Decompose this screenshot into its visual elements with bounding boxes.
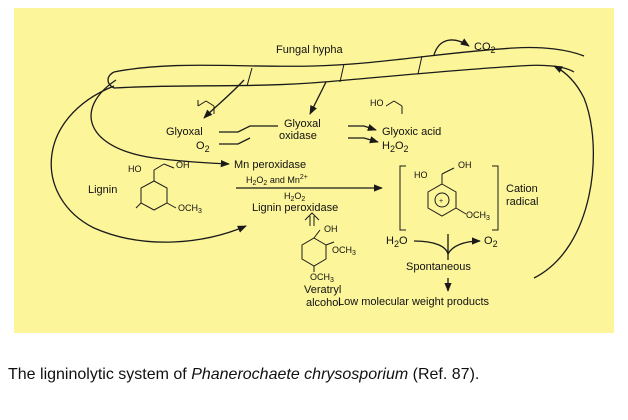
glyoxic-ho-label: HO: [370, 98, 384, 108]
veratryl-structure: [301, 229, 335, 272]
hypha-to-mn-peroxidase-arrow: [90, 79, 230, 168]
h2o-label: H2O: [386, 235, 408, 249]
h2o2-right-label: H2O2: [382, 140, 409, 154]
veratryl-oh-label: OH: [324, 224, 338, 234]
cation-ho-label: HO: [414, 170, 428, 180]
figure-caption: The ligninolytic system of Phanerochaete…: [8, 366, 479, 384]
low-mw-products-label: Low molecular weight products: [338, 296, 490, 308]
lignin-ho-label: HO: [128, 164, 142, 174]
veratryl-och3-label-2: OCH3: [310, 272, 334, 284]
cation-oh-label: OH: [458, 160, 472, 170]
radical-to-co2-arrow: [533, 65, 594, 279]
o2-right-label: O2: [484, 235, 498, 249]
hypha-to-oxidase-arrow: [309, 81, 327, 115]
fungal-hypha-tube: [107, 46, 585, 89]
fungal-hypha-label: Fungal hypha: [276, 44, 344, 56]
glyoxal-oxidase-label-1: Glyoxal: [284, 118, 321, 130]
spontaneous-reaction: [413, 234, 481, 292]
lignin-oh-label: OH: [176, 160, 190, 170]
ligninolytic-diagram: Fungal hypha CO2 Glyoxal O2 Glyoxal oxid…: [14, 8, 614, 333]
caption-species: Phanerochaete chrysosporium: [191, 366, 409, 383]
figure-background: [14, 8, 614, 333]
spontaneous-label: Spontaneous: [406, 261, 471, 273]
lignin-label: Lignin: [88, 184, 117, 196]
lignin-structure: [135, 163, 177, 211]
cation-label-2: radical: [506, 196, 538, 208]
cation-radical-structure: [399, 165, 499, 231]
o2-left-label: O2: [196, 140, 210, 154]
mn-peroxidase-label: Mn peroxidase: [234, 159, 306, 171]
hypha-to-glyoxal-arrow: [203, 79, 245, 119]
lignin-peroxidase-label: Lignin peroxidase: [252, 202, 338, 214]
veratryl-och3-label: OCH3: [332, 245, 356, 257]
veratryl-label-1: Veratryl: [304, 284, 341, 296]
glyoxal-oxidase-reaction: [219, 123, 379, 145]
co2-label: CO2: [474, 41, 496, 55]
caption-suffix: (Ref. 87).: [408, 366, 480, 383]
veratryl-label-2: alcohol: [306, 297, 341, 309]
glyoxal-oxidase-label-2: oxidase: [279, 130, 317, 142]
cation-label-1: Cation: [506, 183, 538, 195]
glyoxic-acid-label: Glyoxic acid: [382, 126, 441, 138]
glyoxal-structure: [197, 100, 215, 114]
cation-plus: +: [439, 198, 443, 205]
h2o2-mid-label: H2O2: [284, 191, 305, 203]
glyoxic-acid-structure: [385, 100, 403, 114]
glyoxal-label: Glyoxal: [166, 126, 203, 138]
co2-arrow: [433, 38, 470, 56]
veratryl-up-arrow: [304, 212, 320, 226]
hypha-to-lignin-peroxidase-arrow: [50, 85, 247, 243]
lignin-och3-label: OCH3: [178, 203, 202, 215]
caption-prefix: The ligninolytic system of: [8, 366, 192, 383]
cation-och3-label: OCH3: [466, 210, 490, 222]
h2o2-and-mn-label: H2O2 and Mn2+: [246, 174, 308, 187]
